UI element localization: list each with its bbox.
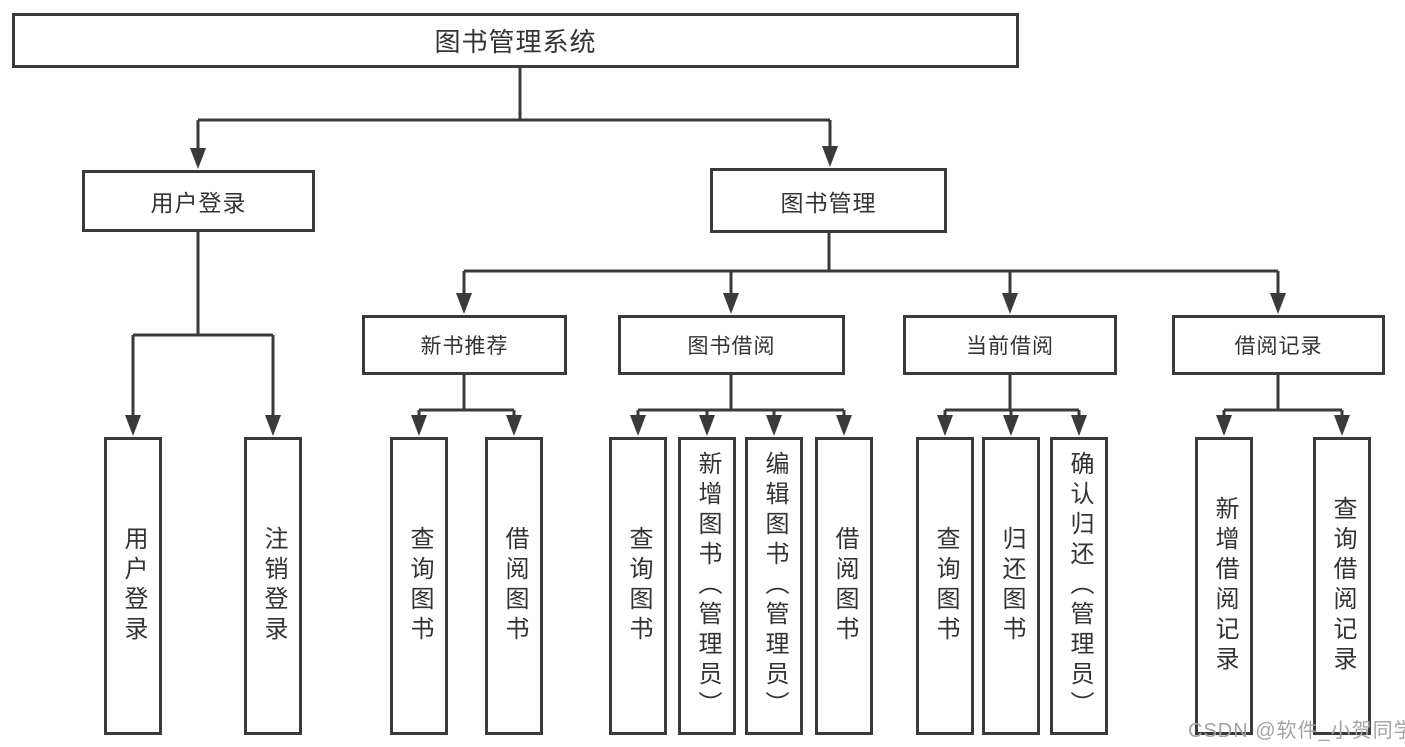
leaf-current-query-books-label: 查询图书 — [932, 526, 959, 646]
node-borrowing-records-label: 借阅记录 — [1234, 335, 1323, 358]
node-book-management-label: 图书管理 — [780, 189, 877, 216]
node-root: 图书管理系统 — [12, 13, 1019, 68]
leaf-borrowing-borrow-books-label: 借阅图书 — [831, 526, 858, 646]
node-book-borrowing-label: 图书借阅 — [687, 335, 776, 358]
node-book-borrowing: 图书借阅 — [618, 315, 845, 375]
leaf-edit-book-admin: 编辑图书（管理员） — [745, 437, 803, 735]
leaf-return-books-label: 归还图书 — [998, 526, 1025, 646]
leaf-user-login-label: 用户登录 — [120, 526, 147, 646]
node-borrowing-records: 借阅记录 — [1172, 315, 1385, 375]
leaf-borrowing-query-books: 查询图书 — [609, 437, 667, 735]
leaf-add-book-admin: 新增图书（管理员） — [678, 437, 736, 735]
leaf-logout-label: 注销登录 — [260, 526, 287, 646]
leaf-recommend-query-books: 查询图书 — [390, 437, 448, 735]
leaf-confirm-return-admin: 确认归还（管理员） — [1050, 437, 1108, 735]
leaf-logout: 注销登录 — [244, 437, 302, 735]
leaf-recommend-borrow-books: 借阅图书 — [485, 437, 543, 735]
node-user-login: 用户登录 — [82, 170, 315, 232]
node-root-label: 图书管理系统 — [434, 27, 597, 57]
node-new-book-recommend-label: 新书推荐 — [420, 335, 509, 358]
leaf-current-query-books: 查询图书 — [916, 437, 974, 735]
leaf-confirm-return-admin-label: 确认归还（管理员） — [1066, 451, 1093, 721]
node-book-management: 图书管理 — [710, 168, 947, 233]
watermark: CSDN @软件_小贺同学 — [1188, 720, 1405, 742]
leaf-add-borrow-record: 新增借阅记录 — [1195, 437, 1253, 735]
node-current-borrowing-label: 当前借阅 — [966, 335, 1054, 358]
leaf-query-borrow-record-label: 查询借阅记录 — [1329, 496, 1356, 676]
arrowheads — [125, 146, 1350, 436]
leaf-recommend-query-books-label: 查询图书 — [406, 526, 433, 646]
leaf-add-book-admin-label: 新增图书（管理员） — [694, 451, 721, 721]
leaf-borrowing-query-books-label: 查询图书 — [625, 526, 652, 646]
node-user-login-label: 用户登录 — [150, 190, 247, 216]
leaf-borrowing-borrow-books: 借阅图书 — [815, 437, 873, 735]
leaf-return-books: 归还图书 — [982, 437, 1040, 735]
node-new-book-recommend: 新书推荐 — [362, 315, 567, 375]
leaf-edit-book-admin-label: 编辑图书（管理员） — [761, 451, 788, 721]
node-current-borrowing: 当前借阅 — [903, 315, 1117, 375]
leaf-add-borrow-record-label: 新增借阅记录 — [1211, 496, 1238, 676]
leaf-query-borrow-record: 查询借阅记录 — [1313, 437, 1371, 735]
leaf-user-login: 用户登录 — [104, 437, 162, 735]
leaf-recommend-borrow-books-label: 借阅图书 — [501, 526, 528, 646]
